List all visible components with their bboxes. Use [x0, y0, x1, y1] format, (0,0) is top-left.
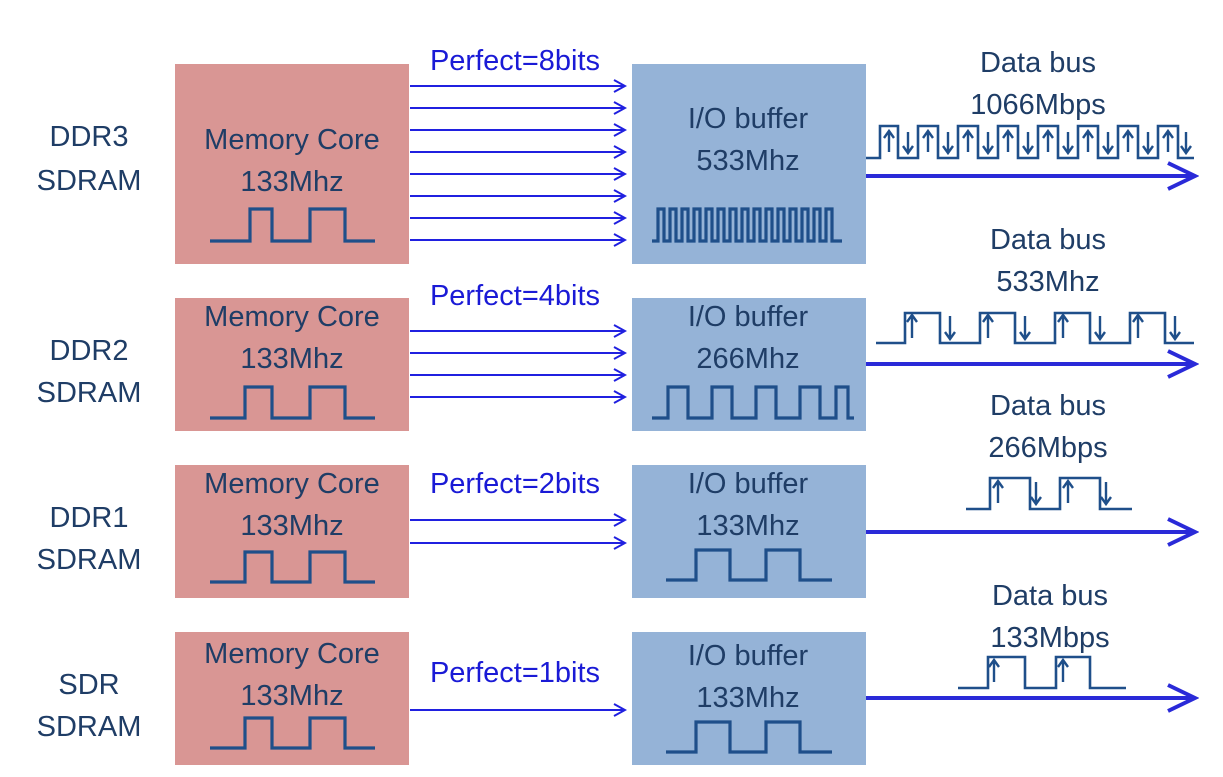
memory-core-label: Memory Core — [204, 124, 380, 156]
data-bus-label: Data bus — [980, 47, 1096, 79]
io-buffer-label: I/O buffer — [688, 103, 809, 135]
data-bus-waveform — [966, 476, 1132, 511]
io-clock-waveform — [652, 207, 842, 243]
prefetch-label: Perfect=1bits — [430, 657, 600, 689]
core-clock-waveform — [210, 385, 375, 420]
data-bus-label: Data bus — [990, 224, 1106, 256]
prefetch-arrows — [410, 520, 625, 543]
memory-core-frequency: 133Mhz — [240, 166, 343, 198]
data-edge-arrows — [883, 128, 1192, 156]
prefetch-arrows — [410, 86, 625, 240]
io-buffer-frequency: 133Mhz — [696, 682, 799, 714]
prefetch-label: Perfect=8bits — [430, 45, 600, 77]
data-bus-label: Data bus — [992, 580, 1108, 612]
row-type-line2: SDRAM — [37, 711, 142, 743]
data-edge-arrows — [992, 478, 1112, 507]
row-type-line1: DDR2 — [50, 335, 129, 367]
data-bus-rate: 133Mbps — [990, 622, 1109, 654]
memory-core-frequency: 133Mhz — [240, 510, 343, 542]
data-bus-label: Data bus — [990, 390, 1106, 422]
memory-core-label: Memory Core — [204, 468, 380, 500]
io-buffer-label: I/O buffer — [688, 468, 809, 500]
io-buffer-label: I/O buffer — [688, 301, 809, 333]
memory-core-box — [175, 64, 409, 264]
data-bus-rate: 1066Mbps — [970, 89, 1105, 121]
memory-core-box — [175, 465, 409, 598]
core-clock-waveform — [210, 716, 375, 750]
memory-core-frequency: 133Mhz — [240, 680, 343, 712]
memory-core-label: Memory Core — [204, 638, 380, 670]
memory-core-box — [175, 298, 409, 431]
core-clock-waveform — [210, 550, 375, 584]
row-ddr3: DDR3 SDRAM Memory Core 133Mhz Perfect=8b… — [37, 45, 1195, 264]
io-buffer-box — [632, 298, 866, 431]
io-buffer-frequency: 266Mhz — [696, 343, 799, 375]
row-type-line1: DDR1 — [50, 502, 129, 534]
row-ddr1: DDR1 SDRAM Memory Core 133Mhz Perfect=2b… — [37, 390, 1195, 598]
io-buffer-box — [632, 465, 866, 598]
io-buffer-label: I/O buffer — [688, 640, 809, 672]
data-bus-rate: 533Mhz — [996, 266, 1099, 298]
row-type-line2: SDRAM — [37, 165, 142, 197]
data-bus-waveform — [958, 655, 1126, 690]
io-clock-waveform — [652, 385, 854, 420]
data-edge-arrows — [906, 312, 1181, 342]
row-sdr: SDR SDRAM Memory Core 133Mhz Perfect=1bi… — [37, 580, 1195, 765]
memory-core-frequency: 133Mhz — [240, 343, 343, 375]
prefetch-label: Perfect=2bits — [430, 468, 600, 500]
row-ddr2: DDR2 SDRAM Memory Core 133Mhz Perfect=4b… — [37, 224, 1195, 431]
row-type-line1: SDR — [58, 669, 119, 701]
io-buffer-box — [632, 632, 866, 765]
prefetch-arrows — [410, 331, 625, 397]
data-edge-arrows — [988, 657, 1069, 682]
io-buffer-frequency: 533Mhz — [696, 145, 799, 177]
io-buffer-frequency: 133Mhz — [696, 510, 799, 542]
io-clock-waveform — [666, 720, 832, 754]
memory-core-label: Memory Core — [204, 301, 380, 333]
core-clock-waveform — [210, 207, 375, 243]
memory-core-box — [175, 632, 409, 765]
row-type-line1: DDR3 — [50, 121, 129, 153]
data-bus-waveform — [876, 311, 1194, 345]
row-type-line2: SDRAM — [37, 544, 142, 576]
data-bus-waveform — [866, 124, 1194, 160]
io-clock-waveform — [666, 548, 832, 582]
row-type-line2: SDRAM — [37, 377, 142, 409]
prefetch-label: Perfect=4bits — [430, 280, 600, 312]
data-bus-rate: 266Mbps — [988, 432, 1107, 464]
